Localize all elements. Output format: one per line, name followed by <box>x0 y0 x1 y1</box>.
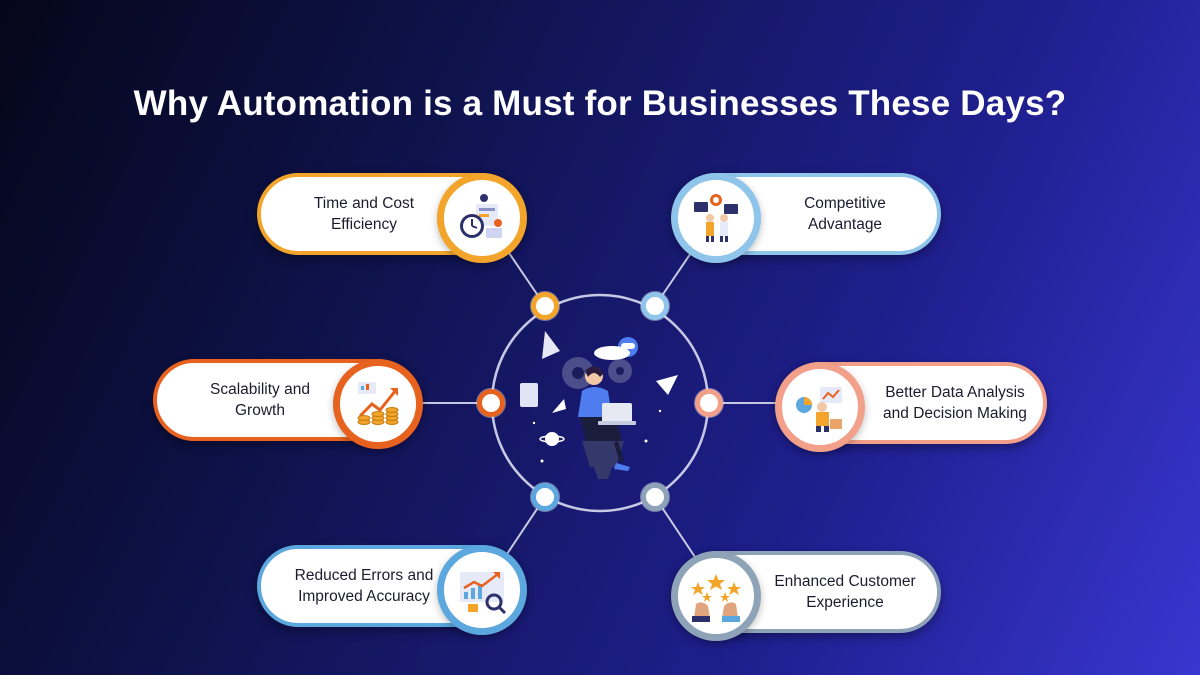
business-team-target-icon <box>671 173 761 263</box>
person-with-laptop-automation-icon <box>520 331 678 479</box>
card-data-analysis: Better Data Analysis and Decision Making <box>775 362 1047 452</box>
node-scalability <box>477 389 505 417</box>
card-label: Scalability and Growth <box>210 381 310 419</box>
card-label: Reduced Errors and Improved Accuracy <box>294 567 434 605</box>
growth-coins-icon <box>333 359 423 449</box>
card-reduced-errors: Reduced Errors and Improved Accuracy <box>257 545 527 635</box>
card-label: Competitive Advantage <box>804 195 886 233</box>
node-customer-experience <box>641 483 669 511</box>
node-reduced-errors <box>531 483 559 511</box>
node-data-analysis <box>695 389 723 417</box>
card-label: Better Data Analysis and Decision Making <box>883 384 1027 422</box>
card-label: Time and Cost Efficiency <box>313 195 415 233</box>
card-competitive-advantage: Competitive Advantage <box>671 173 941 263</box>
node-competitive <box>641 292 669 320</box>
card-scalability-growth: Scalability and Growth <box>153 359 423 449</box>
accuracy-chart-icon <box>437 545 527 635</box>
page-title: Why Automation is a Must for Businesses … <box>133 84 1067 123</box>
five-star-rating-icon <box>671 551 761 641</box>
card-customer-experience: Enhanced Customer Experience <box>671 551 941 641</box>
data-analyst-icon <box>775 362 865 452</box>
clock-dashboard-icon <box>437 173 527 263</box>
node-time-cost <box>531 292 559 320</box>
center-illustration <box>490 291 710 511</box>
card-time-cost-efficiency: Time and Cost Efficiency <box>257 173 527 263</box>
card-label: Enhanced Customer Experience <box>774 573 916 611</box>
